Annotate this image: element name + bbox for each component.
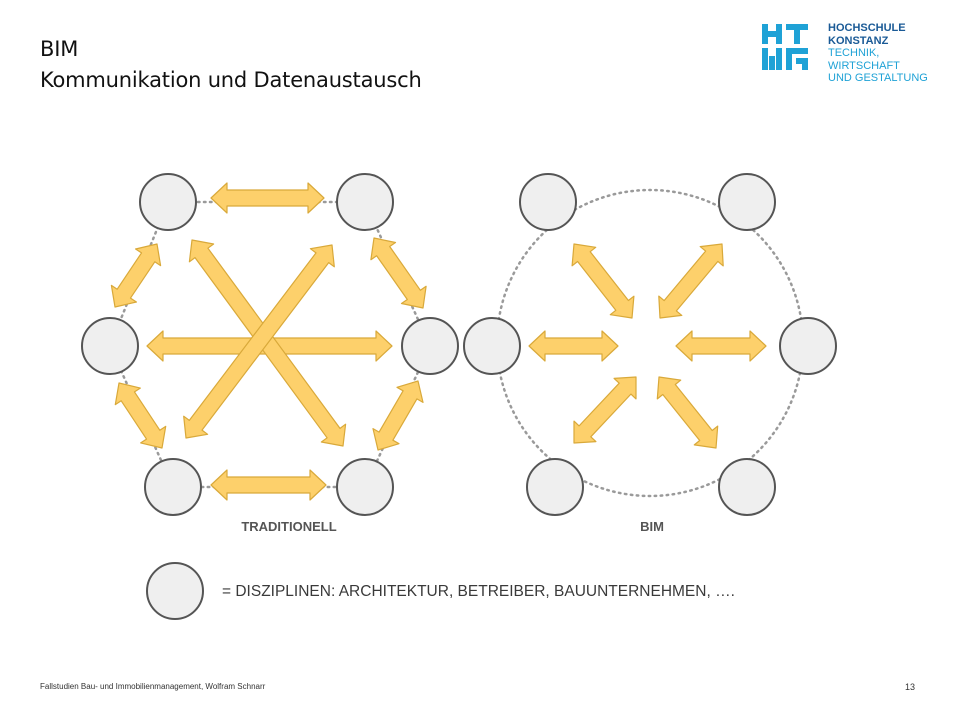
discipline-node: [463, 317, 521, 375]
bim-label: BIM: [640, 519, 664, 534]
exchange-arrow: [114, 382, 167, 449]
logo-line-4: UND GESTALTUNG: [828, 72, 928, 84]
exchange-arrow: [370, 237, 427, 309]
discipline-node: [779, 317, 837, 375]
exchange-arrow: [210, 182, 325, 214]
legend-node: [146, 562, 204, 620]
legend-text: = DISZIPLINEN: ARCHITEKTUR, BETREIBER, B…: [222, 583, 735, 600]
exchange-arrow: [110, 243, 162, 308]
logo-line-2: KONSTANZ: [828, 34, 889, 47]
title-line-1: BIM: [40, 37, 79, 61]
discipline-node: [336, 173, 394, 231]
logo-line-3: TECHNIK, WIRTSCHAFT: [828, 47, 900, 72]
discipline-node: [519, 173, 577, 231]
exchange-arrow: [675, 330, 767, 362]
exchange-arrow: [571, 243, 635, 319]
discipline-node: [526, 458, 584, 516]
exchange-arrow: [658, 243, 724, 319]
discipline-node: [144, 458, 202, 516]
exchange-arrow: [183, 244, 335, 439]
logo-line-1: HOCHSCHULE: [828, 22, 906, 34]
htwg-logo-mark: [762, 24, 808, 70]
university-logo: HOCHSCHULE KONSTANZ TECHNIK, WIRTSCHAFT …: [760, 22, 950, 84]
discipline-node: [718, 458, 776, 516]
discipline-node: [139, 173, 197, 231]
footer-text: Fallstudien Bau- und Immobilienmanagemen…: [40, 682, 266, 691]
discipline-node: [336, 458, 394, 516]
discipline-node: [81, 317, 139, 375]
discipline-node: [718, 173, 776, 231]
discipline-node: [401, 317, 459, 375]
exchange-arrow: [656, 376, 719, 449]
exchange-arrow: [573, 376, 637, 444]
title-line-2: Kommunikation und Datenaustausch: [40, 68, 422, 92]
exchange-arrow: [210, 469, 327, 501]
page-number: 13: [905, 682, 916, 692]
traditional-label: TRADITIONELL: [241, 519, 336, 534]
exchange-arrow: [528, 330, 619, 362]
slide-title: BIM Kommunikation und Datenaustausch: [40, 34, 422, 96]
logo-wordmark: HOCHSCHULE KONSTANZ TECHNIK, WIRTSCHAFT …: [828, 22, 950, 85]
exchange-arrow: [372, 380, 424, 451]
